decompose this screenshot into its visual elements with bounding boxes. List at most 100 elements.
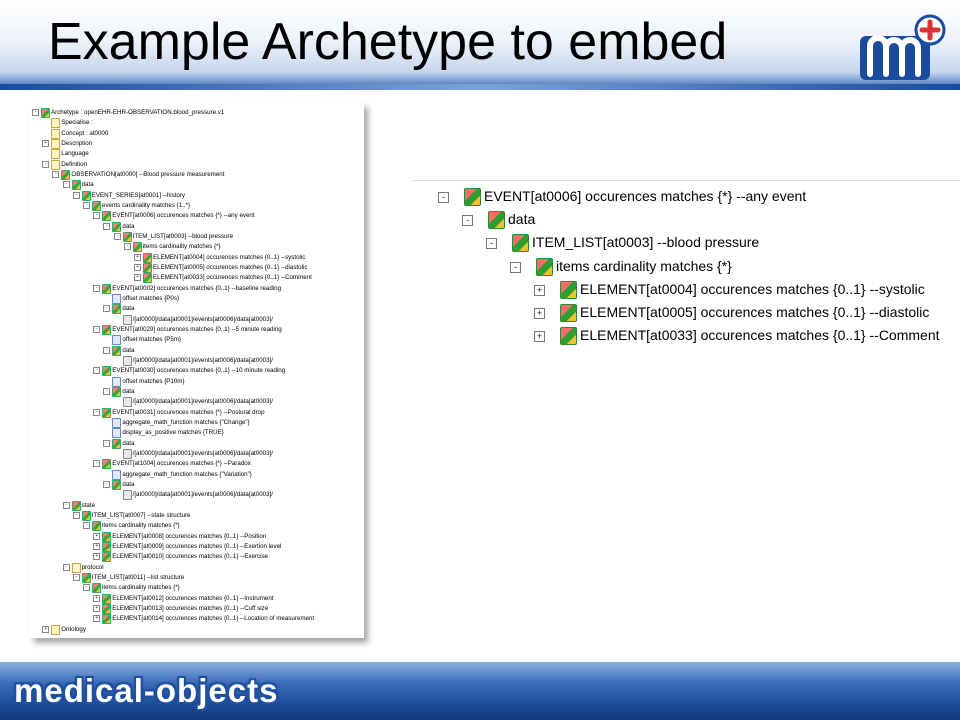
tree-node-label: ELEMENT[at0033] occurences matches {0..1… [580, 327, 940, 344]
collapse-toggle-icon[interactable]: - [510, 261, 521, 273]
collapse-toggle-icon[interactable]: - [83, 584, 90, 592]
tree-node-label: /[at0000]/data[at0001]/events[at0006]/da… [132, 315, 273, 323]
archetype-node-icon [81, 190, 91, 201]
tree-node-label: ITEM_LIST[at0007] --state structure [91, 511, 191, 519]
document-icon [51, 138, 61, 149]
archetype-node-icon [560, 327, 577, 346]
archetype-node-icon [92, 583, 101, 594]
collapse-toggle-icon[interactable]: - [32, 109, 39, 116]
collapse-toggle-icon[interactable]: - [438, 192, 449, 203]
archetype-node-icon [122, 231, 132, 242]
attribute-icon [112, 293, 122, 304]
collapse-toggle-icon[interactable]: - [113, 232, 121, 240]
collapse-toggle-icon[interactable]: - [103, 346, 111, 354]
expand-toggle-icon[interactable]: + [42, 139, 50, 147]
tree-node-label: EVENT[at0006] occurences matches {*} --a… [112, 212, 255, 220]
expand-toggle-icon[interactable]: + [534, 308, 545, 319]
collapse-toggle-icon[interactable]: - [103, 439, 111, 447]
tree-node-label: Specialise : [61, 119, 93, 127]
medical-objects-logo: medical-objects [14, 672, 278, 710]
collapse-toggle-icon[interactable]: - [72, 191, 80, 199]
archetype-node-icon [560, 280, 577, 299]
tree-node-label: OBSERVATION[at0000] --Blood pressure mea… [71, 170, 225, 178]
tree-node-label: offset matches {P5m} [122, 336, 182, 344]
collapse-toggle-icon[interactable]: - [93, 367, 101, 375]
archetype-node-icon [102, 593, 112, 604]
expand-toggle-icon[interactable]: + [134, 263, 141, 271]
tree-node-label: state [81, 501, 96, 509]
tree-node-label: data [122, 305, 135, 313]
collapse-toggle-icon[interactable]: - [486, 238, 497, 250]
collapse-toggle-icon[interactable]: - [52, 170, 60, 178]
collapse-toggle-icon[interactable]: - [123, 243, 131, 251]
document-icon [71, 562, 81, 573]
collapse-toggle-icon[interactable]: - [103, 222, 111, 230]
archetype-node-icon [102, 603, 112, 614]
document-icon [51, 624, 61, 635]
archetype-node-icon [143, 252, 152, 263]
archetype-node-icon [112, 479, 122, 490]
attribute-icon [112, 469, 122, 480]
tree-node-label: aggregate_math_function matches {"Change… [122, 418, 250, 426]
archetype-node-icon [81, 510, 91, 521]
slide-header [0, 0, 960, 90]
tree-node-label: Language [61, 150, 89, 158]
collapse-toggle-icon[interactable]: - [83, 522, 90, 530]
collapse-toggle-icon[interactable]: - [462, 215, 473, 227]
collapse-toggle-icon[interactable]: - [72, 511, 80, 519]
tree-node-label: display_as_positive matches {TRUE} [122, 429, 224, 437]
expand-toggle-icon[interactable]: + [134, 274, 141, 282]
attribute-icon [112, 417, 122, 428]
collapse-toggle-icon[interactable]: - [93, 212, 101, 220]
archetype-node-icon [112, 345, 122, 356]
tree-node-label: ELEMENT[at0013] occurences matches {0..1… [112, 604, 269, 612]
slide-title: Example Archetype to embed [48, 13, 728, 71]
archetype-node-icon [92, 521, 101, 532]
archetype-node-icon [41, 108, 50, 118]
archetype-node-icon [102, 531, 112, 542]
expand-toggle-icon[interactable]: + [93, 594, 101, 602]
tree-node-label: Ontology [61, 625, 86, 633]
collapse-toggle-icon[interactable]: - [72, 573, 80, 581]
archetype-node-icon [143, 262, 152, 273]
collapse-toggle-icon[interactable]: - [93, 408, 101, 416]
document-icon [51, 159, 61, 170]
collapse-toggle-icon[interactable]: - [62, 181, 70, 189]
archetype-node-icon [61, 169, 71, 180]
tree-node-label: EVENT[at1004] occurences matches {*} --P… [112, 460, 251, 468]
tree-node-label: ITEM_LIST[at0011] --list structure [91, 573, 185, 581]
expand-toggle-icon[interactable]: + [93, 604, 101, 612]
tree-node-label: ITEM_LIST[at0003] --blood pressure [532, 234, 760, 251]
path-reference-icon [122, 490, 132, 501]
collapse-toggle-icon[interactable]: - [62, 563, 70, 571]
tree-node-label: ELEMENT[at0004] occurences matches {0..1… [580, 280, 925, 297]
expand-toggle-icon[interactable]: + [134, 253, 141, 261]
tree-node-label: EVENT[at0029] occurences matches {0..1} … [112, 325, 282, 333]
collapse-toggle-icon[interactable]: - [62, 501, 70, 509]
archetype-node-icon [143, 273, 152, 284]
expand-toggle-icon[interactable]: + [534, 284, 545, 296]
tree-node-label: data [122, 346, 135, 354]
tree-node-label: ITEM_LIST[at0003] --blood pressure [132, 232, 234, 240]
collapse-toggle-icon[interactable]: - [93, 284, 101, 292]
expand-toggle-icon[interactable]: + [93, 542, 101, 550]
collapse-toggle-icon[interactable]: - [103, 387, 111, 395]
expand-toggle-icon[interactable]: + [93, 532, 101, 540]
collapse-toggle-icon[interactable]: - [93, 325, 101, 333]
expand-toggle-icon[interactable]: + [534, 331, 545, 343]
collapse-toggle-icon[interactable]: - [42, 160, 50, 168]
zoomed-tree-panel: -EVENT[at0006] occurences matches {*} --… [412, 180, 960, 351]
archetype-node-icon [102, 552, 112, 563]
archetype-node-icon [102, 283, 112, 294]
collapse-toggle-icon[interactable]: - [103, 480, 111, 488]
tree-node-label: ELEMENT[at0012] occurences matches {0..1… [112, 594, 274, 602]
attribute-icon [112, 335, 122, 346]
collapse-toggle-icon[interactable]: - [83, 201, 90, 209]
expand-toggle-icon[interactable]: + [93, 615, 101, 623]
collapse-toggle-icon[interactable]: - [93, 460, 101, 468]
path-reference-icon [122, 355, 132, 366]
tree-node-label: events cardinality matches {1..*} [102, 201, 191, 209]
expand-toggle-icon[interactable]: + [93, 553, 101, 561]
expand-toggle-icon[interactable]: + [42, 625, 50, 633]
collapse-toggle-icon[interactable]: - [103, 305, 111, 313]
